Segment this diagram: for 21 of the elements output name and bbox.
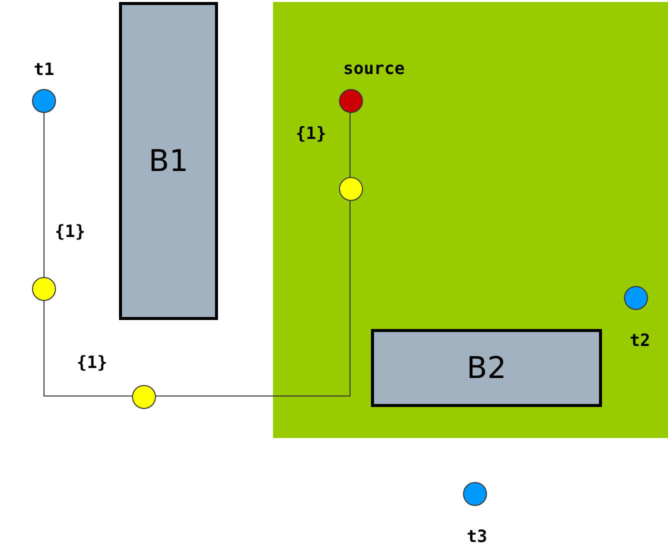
circle-marker xyxy=(339,177,363,201)
circle-marker xyxy=(339,89,363,113)
circle-marker xyxy=(463,482,487,506)
block-label: B1 xyxy=(148,144,188,178)
edge-label: {1} xyxy=(76,353,108,373)
circle-marker xyxy=(32,277,56,301)
circle-marker xyxy=(32,89,56,113)
node-label: source xyxy=(343,59,405,79)
region-box xyxy=(273,2,668,438)
connector-line xyxy=(156,200,350,396)
circle-marker xyxy=(132,385,156,409)
circle-marker xyxy=(624,286,648,310)
node-label: t3 xyxy=(466,527,488,547)
edge-label: {1} xyxy=(54,222,86,242)
edge-label: {1} xyxy=(296,124,326,144)
node-label: t1 xyxy=(34,60,54,80)
block-label: B2 xyxy=(466,350,506,386)
block-box xyxy=(119,2,218,320)
connector-line xyxy=(44,300,132,396)
block-box xyxy=(371,329,602,407)
node-label: t2 xyxy=(630,331,650,351)
